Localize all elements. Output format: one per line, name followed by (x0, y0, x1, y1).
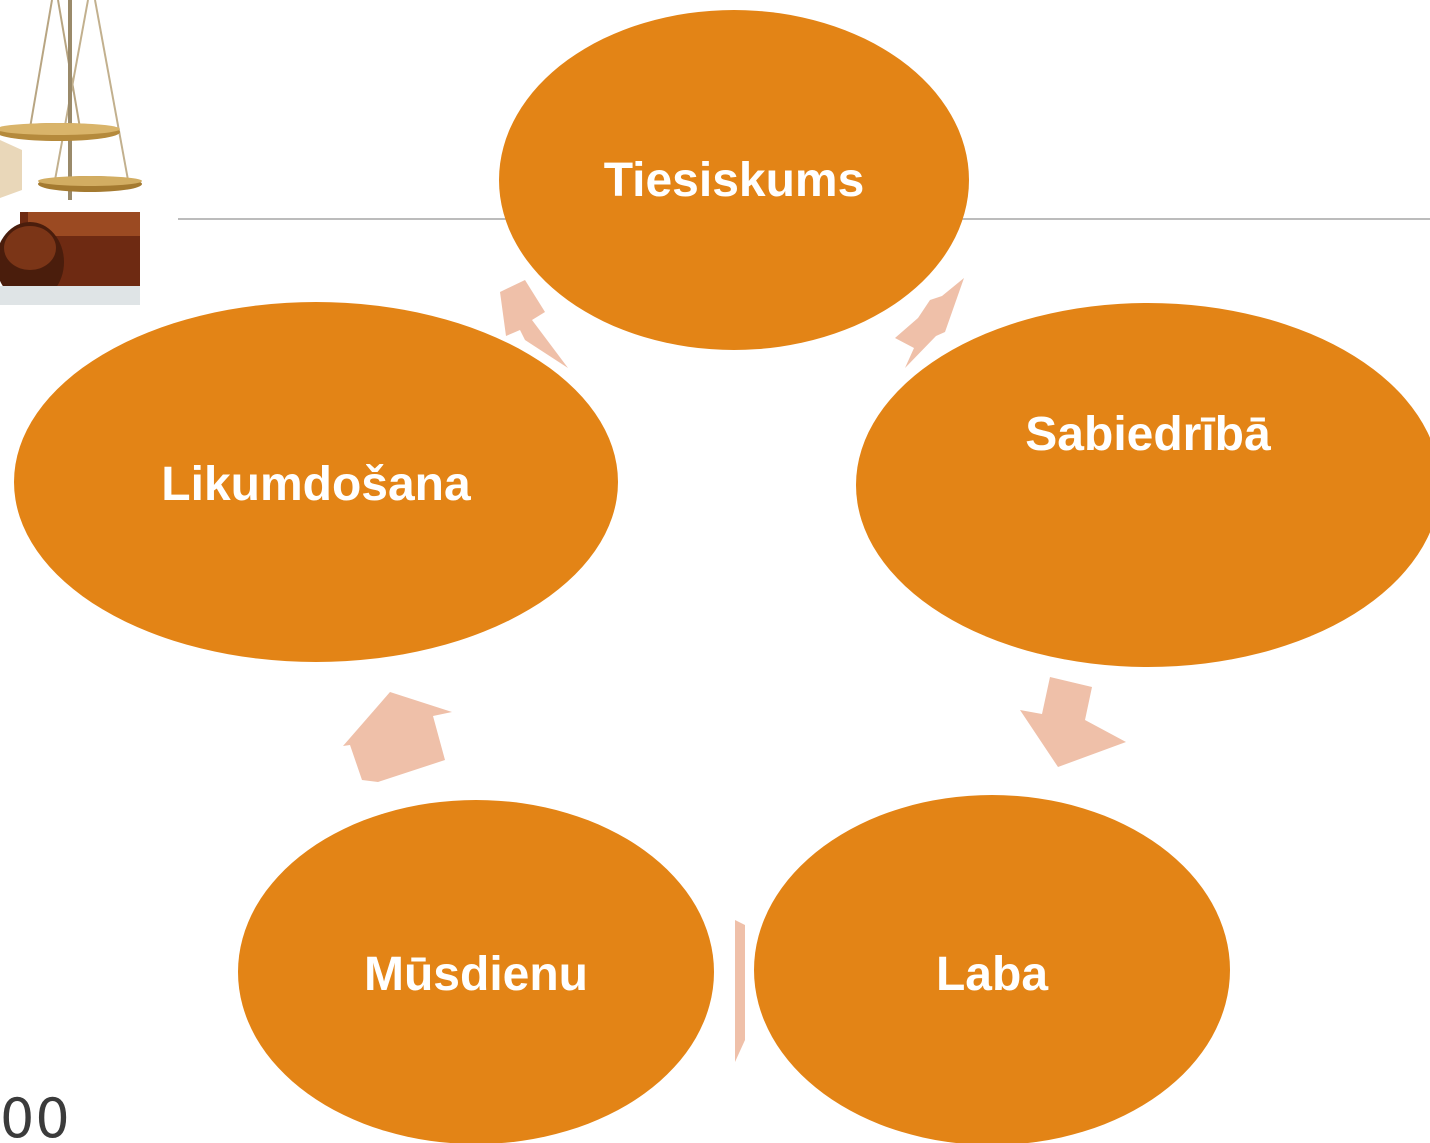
arrow-musdienu-to-likumdosana (343, 692, 452, 782)
arrow-sabiedriba-to-laba (1020, 677, 1126, 767)
arrow-tiesiskums-to-sabiedriba (895, 278, 964, 368)
node-label-tiesiskums: Tiesiskums (604, 154, 865, 207)
node-label-musdienu: Mūsdienu (364, 948, 588, 1001)
arrow-likumdosana-to-tiesiskums (500, 280, 568, 368)
corner-text: 00 (0, 1087, 71, 1143)
node-laba: Laba (754, 795, 1230, 1143)
scales-of-justice-icon (0, 0, 142, 305)
node-label-likumdosana: Likumdošana (161, 458, 471, 511)
cycle-arrows (343, 278, 1126, 1062)
node-sabiedriba: Sabiedrībā (856, 303, 1430, 667)
node-musdienu: Mūsdienu (238, 800, 714, 1143)
node-label-sabiedriba: Sabiedrībā (1025, 408, 1271, 461)
node-label-laba: Laba (936, 948, 1048, 1001)
node-likumdosana: Likumdošana (14, 302, 618, 662)
node-tiesiskums: Tiesiskums (499, 10, 969, 350)
arrow-laba-to-musdienu (735, 920, 745, 1062)
